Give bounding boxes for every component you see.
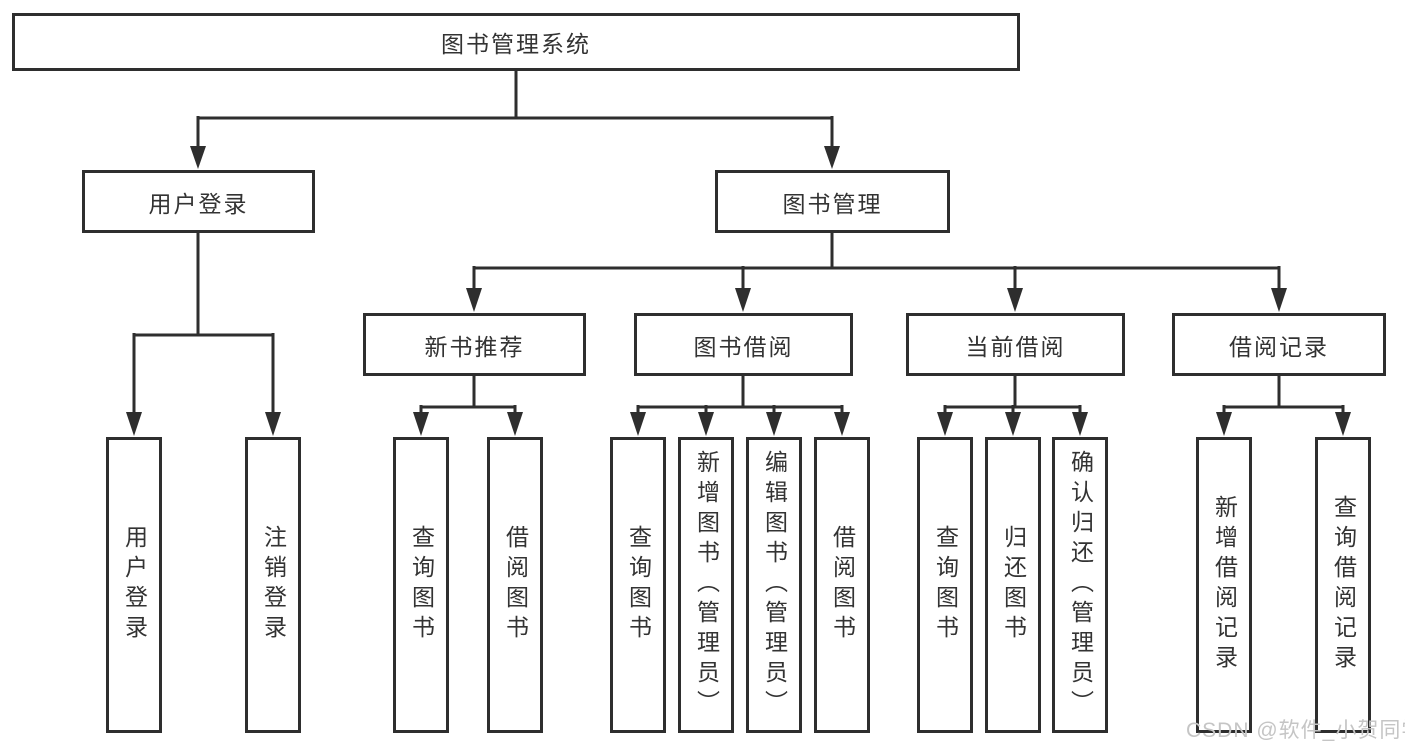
- connector-book-management: [466, 233, 1287, 312]
- node-leaf-add-books-admin: 新增图书（管理员）: [678, 437, 734, 733]
- node-user-login: 用户登录: [82, 170, 315, 233]
- node-leaf-edit-books-admin: 编辑图书（管理员）: [746, 437, 802, 733]
- node-book-management: 图书管理: [715, 170, 950, 233]
- node-leaf-add-borrow-record: 新增借阅记录: [1196, 437, 1252, 733]
- connector-current-borrowing: [937, 376, 1088, 436]
- node-borrowing-records: 借阅记录: [1172, 313, 1386, 376]
- node-book-borrowing: 图书借阅: [634, 313, 853, 376]
- connector-new-book: [413, 376, 523, 436]
- node-leaf-borrow-books-1: 借阅图书: [487, 437, 543, 733]
- node-leaf-user-login: 用户登录: [106, 437, 162, 733]
- node-new-book-recommend: 新书推荐: [363, 313, 586, 376]
- connector-book-borrowing: [630, 376, 850, 436]
- node-current-borrowing: 当前借阅: [906, 313, 1125, 376]
- node-leaf-query-books-2: 查询图书: [610, 437, 666, 733]
- node-leaf-query-books-3: 查询图书: [917, 437, 973, 733]
- node-leaf-return-books: 归还图书: [985, 437, 1041, 733]
- node-leaf-query-books-1: 查询图书: [393, 437, 449, 733]
- node-leaf-logout: 注销登录: [245, 437, 301, 733]
- node-leaf-confirm-return-admin: 确认归还（管理员）: [1052, 437, 1108, 733]
- node-library-management-system: 图书管理系统: [12, 13, 1020, 71]
- node-leaf-query-borrow-record: 查询借阅记录: [1315, 437, 1371, 733]
- csdn-watermark: CSDN @软件_小贺同学: [1186, 719, 1405, 742]
- connector-user-login: [126, 233, 281, 436]
- connector-borrowing-records: [1216, 376, 1351, 436]
- connector-root: [190, 70, 840, 169]
- node-leaf-borrow-books-2: 借阅图书: [814, 437, 870, 733]
